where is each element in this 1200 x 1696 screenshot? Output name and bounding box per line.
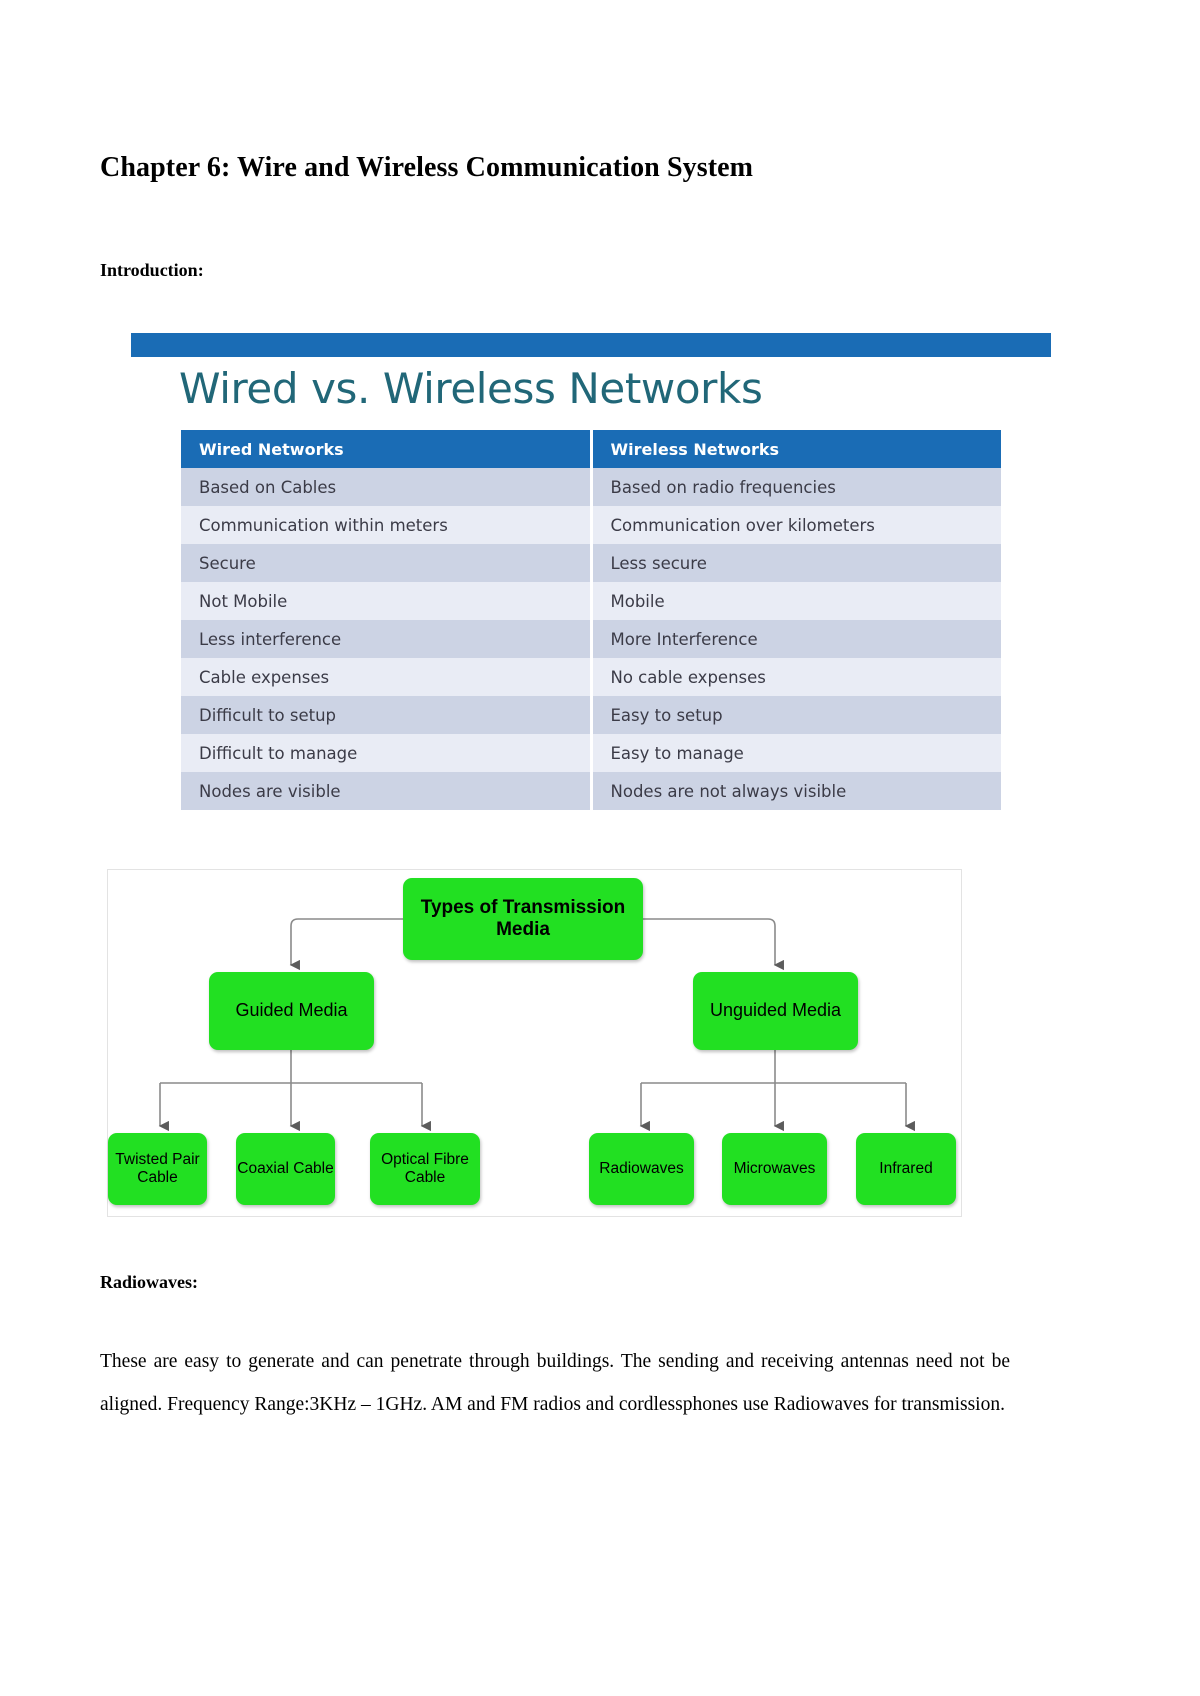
flow-node-root: Types of Transmission Media xyxy=(403,878,643,960)
cell-wired: Difficult to setup xyxy=(181,696,593,734)
flowchart-connectors xyxy=(158,918,915,1132)
cell-wireless: Less secure xyxy=(591,544,1001,582)
cell-wireless: No cable expenses xyxy=(591,658,1001,696)
flow-node-radiowaves: Radiowaves xyxy=(589,1133,694,1205)
cell-wireless: Nodes are not always visible xyxy=(591,772,1001,810)
cell-wired: Cable expenses xyxy=(181,658,593,696)
cell-wireless: Easy to setup xyxy=(591,696,1001,734)
table-header-row: Wired Networks Wireless Networks xyxy=(181,430,1001,468)
introduction-heading: Introduction: xyxy=(100,260,204,280)
flow-node-coaxial-cable: Coaxial Cable xyxy=(236,1133,335,1205)
flow-node-optical-fibre-cable: Optical Fibre Cable xyxy=(370,1133,480,1205)
cell-wired: Secure xyxy=(181,544,593,582)
cell-wireless: More Interference xyxy=(591,620,1001,658)
figure-accent-bar xyxy=(131,333,1051,357)
column-header-wireless: Wireless Networks xyxy=(591,430,1001,468)
cell-wired: Communication within meters xyxy=(181,506,593,544)
radiowaves-paragraph: These are easy to generate and can penet… xyxy=(100,1350,1010,1415)
comparison-table: Wired Networks Wireless Networks Based o… xyxy=(181,430,1001,810)
flow-node-twisted-pair-cable: Twisted Pair Cable xyxy=(108,1133,207,1205)
cell-wireless: Based on radio frequencies xyxy=(591,468,1001,506)
cell-wired: Less interference xyxy=(181,620,593,658)
flow-node-unguided-media: Unguided Media xyxy=(693,972,858,1050)
transmission-media-flowchart: Types of Transmission Media Guided Media… xyxy=(107,869,962,1217)
cell-wireless: Mobile xyxy=(591,582,1001,620)
cell-wired: Difficult to manage xyxy=(181,734,593,772)
page-title: Chapter 6: Wire and Wireless Communicati… xyxy=(100,151,754,183)
flow-node-microwaves: Microwaves xyxy=(722,1133,827,1205)
cell-wired: Not Mobile xyxy=(181,582,593,620)
cell-wired: Nodes are visible xyxy=(181,772,593,810)
radiowaves-heading: Radiowaves: xyxy=(100,1272,198,1292)
cell-wireless: Easy to manage xyxy=(591,734,1001,772)
flow-node-infrared: Infrared xyxy=(856,1133,956,1205)
wired-vs-wireless-figure: Wired vs. Wireless Networks Wired Networ… xyxy=(131,333,1051,833)
column-header-wired: Wired Networks xyxy=(181,430,593,468)
cell-wireless: Communication over kilometers xyxy=(591,506,1001,544)
flow-node-guided-media: Guided Media xyxy=(209,972,374,1050)
cell-wired: Based on Cables xyxy=(181,468,593,506)
figure-title: Wired vs. Wireless Networks xyxy=(179,364,763,413)
